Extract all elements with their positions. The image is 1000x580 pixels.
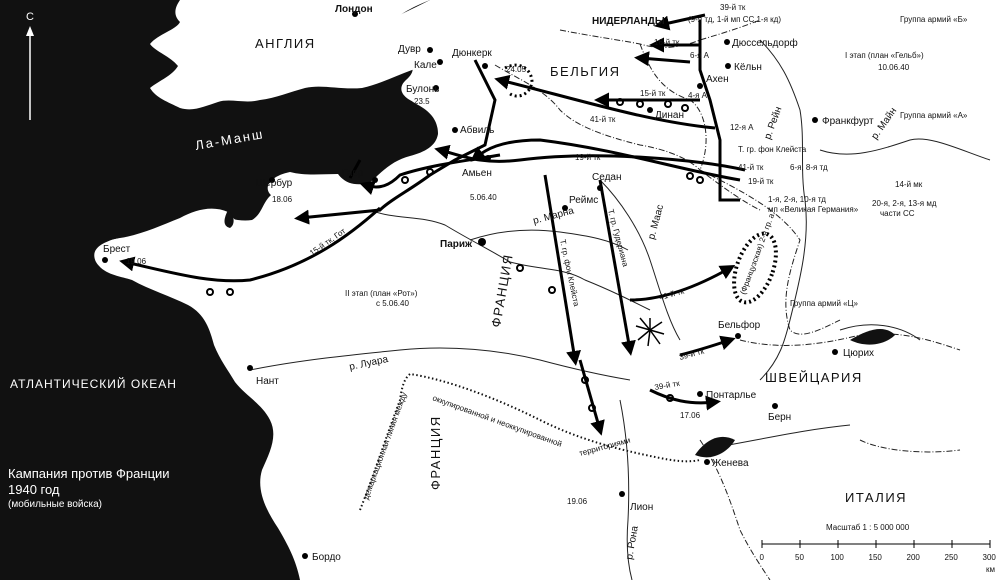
belfort-explosion bbox=[635, 317, 665, 347]
unit-41tk: 41-й тк bbox=[590, 115, 616, 124]
army-group-b: Группа армий «Б» bbox=[900, 15, 968, 24]
unit-4a: 4-я А bbox=[688, 91, 708, 100]
unit-6-8-td: 6-я, 8-я тд bbox=[790, 163, 828, 172]
atlantic-label: АТЛАНТИЧЕСКИЙ ОКЕАН bbox=[10, 376, 177, 391]
city-dunkirk: Дюнкерк bbox=[452, 48, 492, 59]
channel-islands bbox=[224, 210, 234, 228]
city-pontarlier: Понтарлье bbox=[706, 390, 757, 401]
city-aachen: Ахен bbox=[706, 74, 729, 85]
plan-gelb-date: 10.06.40 bbox=[878, 63, 910, 72]
unit-41tk-b: 41-й тк bbox=[738, 163, 764, 172]
city-geneva: Женева bbox=[712, 458, 749, 469]
unit-15tk: 15-й тк bbox=[640, 89, 666, 98]
city-paris: Париж bbox=[440, 239, 473, 250]
city-brest: Брест bbox=[103, 244, 131, 255]
italy-label: ИТАЛИЯ bbox=[845, 490, 907, 505]
unit-6a: 6-я А bbox=[690, 51, 710, 60]
scale-tick-label: 250 bbox=[945, 553, 959, 562]
sea-area bbox=[0, 0, 442, 580]
army-group-c: Группа армий «Ц» bbox=[790, 299, 859, 308]
unit-14mk: 14-й мк bbox=[895, 180, 923, 189]
england-label: АНГЛИЯ bbox=[255, 36, 316, 51]
city-amiens: Амьен bbox=[462, 168, 492, 179]
city-boulogne: Булонь bbox=[406, 84, 439, 95]
city-cologne: Кёльн bbox=[734, 62, 762, 73]
city-havre: Гавр bbox=[342, 168, 364, 179]
city-belfort: Бельфор bbox=[718, 319, 761, 331]
subtitle: (мобильные войска) bbox=[8, 498, 102, 510]
city-lyon: Лион bbox=[630, 502, 653, 513]
unit-ss: части СС bbox=[880, 209, 915, 218]
unit-19tk: 19-й тк bbox=[575, 153, 601, 162]
scale-bar: Масштаб 1 : 5 000 000 0 50 100 150 200 250 300… bbox=[760, 523, 997, 574]
unit-16tk: 16-й тк bbox=[654, 38, 680, 47]
belgium-label: БЕЛЬГИЯ bbox=[550, 64, 621, 79]
city-london: Лондон bbox=[335, 4, 373, 15]
unit-mp-vg: мп «Великая Германия» bbox=[768, 205, 859, 214]
unit-12a: 12-я А bbox=[730, 123, 754, 132]
scale-tick-label: 50 bbox=[795, 553, 804, 562]
unit-39tk-south: 39-й тк bbox=[654, 379, 681, 392]
scale-tick-label: 200 bbox=[907, 553, 921, 562]
unit-19tk-b: 19-й тк bbox=[748, 177, 774, 186]
french-army-encirclement bbox=[732, 231, 778, 305]
city-dinant: Динан bbox=[655, 110, 684, 121]
switzerland-label: ШВЕЙЦАРИЯ bbox=[765, 370, 863, 385]
city-dover: Дувр bbox=[398, 44, 421, 55]
city-frankfurt: Франкфурт bbox=[822, 115, 874, 127]
north-arrow bbox=[26, 26, 34, 120]
swiss-lake bbox=[695, 436, 735, 458]
city-abbeville: Абвиль bbox=[460, 124, 494, 136]
scale-tick-label: 100 bbox=[831, 553, 845, 562]
title-block: Кампания против Франции 1940 год (мобиль… bbox=[8, 466, 170, 510]
city-cherbourg: Шербур bbox=[256, 177, 293, 189]
army-group-a: Группа армий «А» bbox=[900, 111, 968, 120]
date-24-05: 24.05 bbox=[506, 65, 527, 74]
netherlands-label: НИДЕРЛАНДЫ bbox=[592, 16, 665, 27]
city-bordeaux: Бордо bbox=[312, 552, 341, 563]
date-19-06-brest: 19.06 bbox=[126, 257, 147, 266]
city-dots bbox=[102, 11, 838, 559]
plan-gelb: I этап (план «Гельб») bbox=[845, 51, 924, 60]
plan-rot: II этап (план «Рот») bbox=[345, 289, 418, 298]
rivers bbox=[249, 39, 991, 580]
date-18-06: 18.06 bbox=[272, 195, 293, 204]
scale-title: Масштаб 1 : 5 000 000 bbox=[826, 523, 910, 532]
scale-unit: км bbox=[986, 565, 995, 574]
city-reims: Реймс bbox=[569, 195, 598, 206]
scale-tick-label: 300 bbox=[983, 553, 997, 562]
unit-39tk-sub: (9-я тд, 1-й мп СС,1-я кд) bbox=[688, 15, 781, 24]
england-land bbox=[150, 0, 440, 110]
unit-markers bbox=[206, 98, 704, 412]
unit-20-2-13-md: 20-я, 2-я, 13-я мд bbox=[872, 199, 937, 208]
north-label: С bbox=[26, 11, 34, 23]
city-bern: Берн bbox=[768, 412, 791, 423]
unit-39tk: 39-й тк bbox=[720, 3, 746, 12]
date-23-5: 23.5 bbox=[414, 97, 430, 106]
city-nantes: Нант bbox=[256, 376, 279, 387]
scale-tick-label: 150 bbox=[869, 553, 883, 562]
title-line-2: 1940 год bbox=[8, 482, 60, 497]
city-zurich: Цюрих bbox=[843, 348, 874, 359]
plan-rot-date: с 5.06.40 bbox=[376, 299, 409, 308]
unit-kleist-group: Т. гр. фон Клейста bbox=[738, 145, 807, 154]
dunkirk-pocket bbox=[504, 63, 534, 98]
city-dusseldorf: Дюссельдорф bbox=[732, 37, 798, 49]
lake-constance bbox=[850, 328, 895, 345]
france-label-south: ФРАНЦИЯ bbox=[428, 415, 443, 490]
scale-tick-label: 0 bbox=[760, 553, 765, 562]
attack-arrows bbox=[119, 13, 746, 436]
title-line-1: Кампания против Франции bbox=[8, 466, 170, 481]
city-calais: Кале bbox=[414, 60, 437, 71]
unit-1-2-10-td: 1-я, 2-я, 10-я тд bbox=[768, 195, 826, 204]
date-5-06: 5.06.40 bbox=[470, 193, 497, 202]
date-17-06: 17.06 bbox=[680, 411, 701, 420]
date-19-06-lyon: 19.06 bbox=[567, 497, 588, 506]
city-sedan: Седан bbox=[592, 172, 621, 183]
